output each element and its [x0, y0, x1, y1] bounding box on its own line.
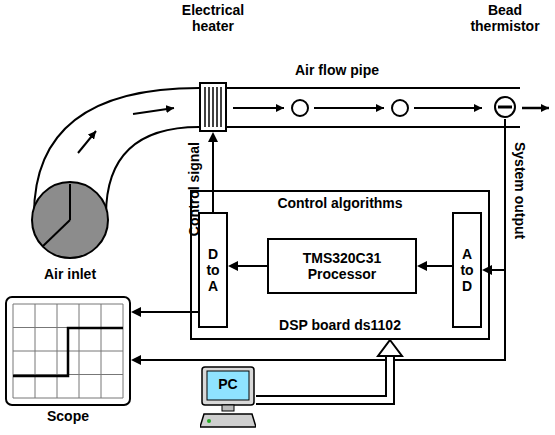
node-label: D to A — [204, 246, 222, 294]
air-particle — [392, 100, 408, 116]
node-label: Air inlet — [30, 266, 110, 282]
scope-frame — [6, 297, 130, 405]
arrowhead — [228, 261, 238, 271]
pc-base — [200, 414, 256, 427]
node-label: A to D — [458, 246, 476, 294]
signal-label: System output — [512, 142, 528, 239]
arrowhead — [131, 355, 141, 365]
part-label: Air flow pipe — [295, 62, 379, 78]
oscilloscope: Scope — [5, 296, 131, 424]
node-label: TMS320C31 Processor — [290, 250, 394, 282]
thermistor-bead — [495, 97, 515, 117]
air-inlet-fan: Air inlet — [30, 180, 110, 282]
pc-icon — [200, 366, 256, 430]
connector — [417, 261, 452, 271]
thermistor-sensor: Bead thermistor — [465, 2, 545, 119]
thermistor-symbol — [493, 95, 517, 119]
signal-wire — [490, 119, 505, 270]
airflow-arrow — [78, 131, 96, 153]
inlet-duct-wall — [106, 127, 199, 215]
connector — [228, 261, 267, 271]
monitor-stand — [222, 405, 234, 411]
fan-blade — [69, 184, 71, 220]
fan-symbol — [30, 180, 110, 260]
arrowhead — [482, 265, 492, 275]
bus-arrow-fill — [256, 355, 390, 400]
pipe-wall — [227, 126, 520, 128]
outlet-arrow — [522, 107, 549, 110]
connector — [131, 307, 198, 317]
fan-blade — [43, 220, 70, 246]
thermistor-bar — [498, 106, 512, 109]
node-label: Bead thermistor — [465, 2, 545, 34]
air-particle — [292, 100, 308, 116]
arrowhead — [131, 307, 141, 317]
scope-grid — [13, 398, 123, 399]
connector — [131, 119, 505, 365]
scope-grid — [13, 304, 123, 305]
airflow-arrow — [314, 107, 384, 109]
heater-coil — [204, 87, 206, 127]
pc-computer: PC — [200, 366, 256, 430]
pipe-wall — [227, 87, 520, 89]
node-caption: DSP board ds1102 — [192, 317, 488, 333]
connector — [256, 340, 402, 400]
arrowhead — [378, 340, 402, 356]
connector — [208, 132, 218, 212]
node-label: Scope — [5, 408, 131, 424]
arrowhead — [417, 261, 427, 271]
airflow-arrow — [133, 108, 174, 114]
heater-coil — [220, 87, 222, 127]
heater-element: Electrical heater — [173, 2, 253, 132]
node-label: Control algorithms — [192, 195, 488, 211]
bus-arrow-outline — [256, 355, 390, 400]
node-label: Electrical heater — [173, 2, 253, 34]
airflow-arrow — [414, 107, 482, 109]
heater-symbol — [199, 82, 227, 132]
heater-body — [200, 83, 226, 131]
signal-wire — [139, 119, 505, 360]
signal-wire — [425, 265, 452, 267]
processor-box: TMS320C31 Processor — [267, 238, 417, 294]
signal-label: Control signal — [186, 142, 202, 236]
connector — [482, 119, 505, 275]
signal-wire — [212, 140, 214, 212]
arrowhead — [208, 132, 218, 142]
power-led — [207, 419, 211, 423]
converter-box: D to A — [198, 212, 228, 328]
dsp-board: Control algorithmsDSP board ds1102 D to A… — [190, 190, 490, 340]
step-response — [13, 328, 123, 376]
heater-coil — [212, 87, 214, 127]
heater-coil — [208, 87, 210, 127]
airflow-arrow — [233, 107, 284, 109]
node-label: PC — [200, 366, 256, 392]
fan-housing — [32, 182, 108, 258]
converter-box: A to D — [452, 212, 482, 328]
heater-coil — [216, 87, 218, 127]
scope-screen — [5, 296, 131, 406]
signal-wire — [236, 265, 267, 267]
